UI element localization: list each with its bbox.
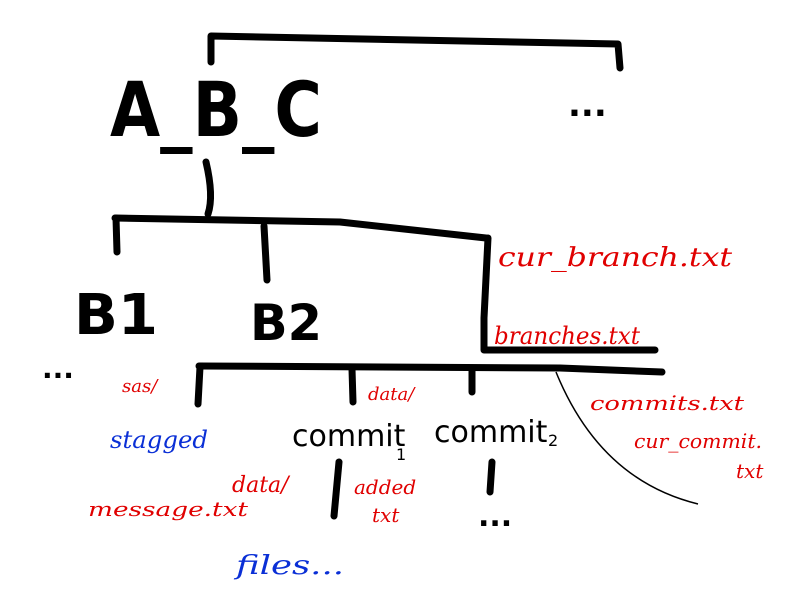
b1-stem	[112, 214, 121, 256]
b2-children-line	[195, 362, 666, 376]
commit2-label: commit	[434, 415, 548, 450]
added-file-line1: added	[354, 475, 416, 499]
added-file-line2: txt	[372, 503, 400, 527]
commit-files-curve	[555, 371, 699, 505]
files-list: files...	[233, 551, 344, 581]
commit1-data-folder: data/	[232, 473, 291, 498]
root-bracket	[207, 32, 624, 72]
branches-more-left: ...	[42, 352, 74, 385]
branches-file: branches.txt	[494, 322, 640, 350]
data-stem	[348, 365, 357, 406]
cur-commit-file-line1: cur_commit.	[634, 429, 762, 453]
commit1-down	[330, 458, 343, 520]
commits-file: commits.txt	[590, 391, 745, 415]
message-file: message.txt	[88, 497, 249, 521]
branch-b1-label: B1	[74, 283, 158, 348]
commit2-subscript: 2	[548, 431, 558, 450]
commit1-subscript: 1	[396, 445, 406, 464]
sas-folder: sas/	[122, 376, 159, 397]
root-more: ...	[568, 85, 607, 125]
root-stem	[202, 158, 215, 218]
stagged-folder: stagged	[110, 426, 208, 454]
commit2-more: ...	[478, 499, 512, 534]
files-stem	[480, 234, 659, 354]
branch-level-line	[111, 214, 490, 242]
commit1-label: commit	[292, 419, 406, 454]
branch-b2-label: B2	[250, 294, 322, 352]
cur-branch-file: cur_branch.txt	[498, 243, 733, 273]
commit2-down	[486, 458, 496, 496]
b2-stem	[260, 222, 271, 284]
sas-stem	[194, 363, 204, 408]
root-label: A_B_C	[110, 65, 322, 154]
data-folder: data/	[368, 384, 416, 405]
cur-commit-file-line2: txt	[736, 459, 764, 483]
